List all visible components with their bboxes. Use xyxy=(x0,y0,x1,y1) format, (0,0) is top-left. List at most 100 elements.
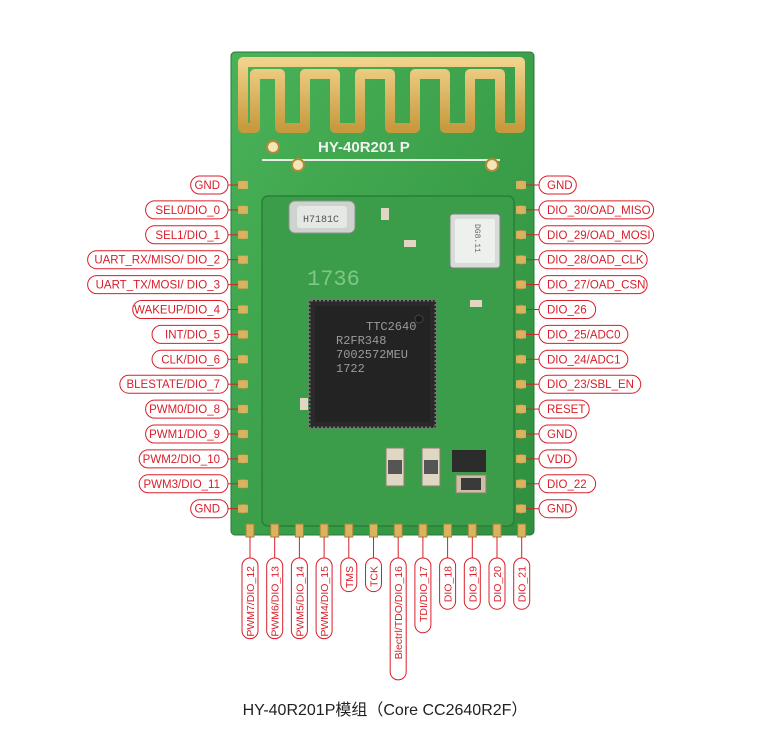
pin-label-gnd: GND xyxy=(547,429,573,441)
antenna-silkscreen: HY-40R201 P xyxy=(318,139,410,156)
label-box-right-11 xyxy=(538,424,577,444)
pin-label-tdi-dio-17: TDI/DIO_17 xyxy=(418,566,430,622)
label-box-right-7 xyxy=(538,324,629,344)
pad-right-tab-13 xyxy=(516,479,526,488)
pin-label-clk-dio-6: CLK/DIO_6 xyxy=(161,354,220,366)
pad-right-tab-9 xyxy=(516,380,526,389)
pad-left-tab-7 xyxy=(238,330,248,339)
pad-right-tab-6 xyxy=(516,305,526,314)
pin-label-dio-21: DIO_21 xyxy=(517,566,529,602)
pad-left-tab-2 xyxy=(238,205,248,214)
pin-label-uart-tx-mosi-dio-3: UART_TX/MOSI/ DIO_3 xyxy=(96,280,220,292)
antenna-trace xyxy=(238,57,525,133)
pad-right-tab-11 xyxy=(516,430,526,438)
pin-label-gnd: GND xyxy=(194,504,220,516)
pin-label-blectrl-tdo-dio-16: Blectrl/TDO/DIO_16 xyxy=(393,566,405,660)
chip-line-2: R2FR348 xyxy=(336,334,386,348)
pin-label-wakeup-dio-4: WAKEUP/DIO_4 xyxy=(134,305,220,317)
pin-label-dio-26: DIO_26 xyxy=(547,305,587,317)
pad-left-tab-10 xyxy=(238,405,248,414)
pad-left-tab-13 xyxy=(238,479,248,488)
label-box-left-1 xyxy=(190,175,229,195)
label-box-bottom-10 xyxy=(463,557,481,610)
label-box-left-14 xyxy=(190,499,229,519)
pin-label-tck: TCK xyxy=(369,566,381,587)
pad-bottom-12 xyxy=(517,523,527,538)
label-box-bottom-7 xyxy=(389,557,407,681)
pad-bottom-5 xyxy=(344,523,354,538)
pad-bottom-9 xyxy=(443,523,453,538)
label-box-right-8 xyxy=(538,349,629,369)
label-box-left-3 xyxy=(145,225,229,245)
pin-label-dio-29-oad-mosi: DIO_29/OAD_MOSI xyxy=(547,230,651,242)
label-box-right-6 xyxy=(538,300,597,319)
pin-label-sel0-dio-0: SEL0/DIO_0 xyxy=(155,205,220,217)
label-box-left-12 xyxy=(138,449,229,469)
figure-caption: HY-40R201P模组（Core CC2640R2F） xyxy=(242,702,528,719)
label-box-left-8 xyxy=(151,349,229,369)
pad-right-tab-10 xyxy=(516,405,526,414)
right-pin-labels: GNDDIO_30/OAD_MISODIO_29/OAD_MOSIDIO_28/… xyxy=(526,175,655,519)
pin-label-dio-25-adc0: DIO_25/ADC0 xyxy=(547,329,621,341)
label-box-bottom-1 xyxy=(241,557,259,640)
pad-bottom-11 xyxy=(492,523,502,538)
label-box-bottom-8 xyxy=(414,557,432,634)
label-box-bottom-11 xyxy=(488,557,506,610)
pad-right-tab-2 xyxy=(516,205,526,214)
label-box-left-10 xyxy=(145,399,229,419)
label-box-left-7 xyxy=(151,324,229,344)
pad-bottom-2 xyxy=(270,523,280,538)
right-pin-pads xyxy=(516,180,526,514)
pad-left-tab-1 xyxy=(238,181,248,189)
pin-label-pwm7-dio-12: PWM7/DIO_12 xyxy=(245,566,257,637)
pin-label-blestate-dio-7: BLESTATE/DIO_7 xyxy=(126,379,220,391)
pad-right-tab-12 xyxy=(516,454,526,463)
label-box-left-2 xyxy=(145,200,229,220)
pin-label-tms: TMS xyxy=(344,566,356,588)
board-marking: 1736 xyxy=(307,267,360,292)
pin-label-dio-22: DIO_22 xyxy=(547,479,587,491)
label-box-left-11 xyxy=(145,424,229,444)
pin-label-gnd: GND xyxy=(194,180,220,192)
pad-left-tab-8 xyxy=(238,355,248,364)
left-pin-pads xyxy=(238,180,248,514)
pad-bottom-4 xyxy=(319,523,329,538)
chip-line-3: 7002572MEU xyxy=(336,348,408,362)
label-box-bottom-3 xyxy=(290,557,308,640)
pin-label-gnd: GND xyxy=(547,180,573,192)
pad-right-tab-3 xyxy=(516,230,526,239)
label-box-right-5 xyxy=(538,275,648,295)
chip-line-4: 1722 xyxy=(336,362,365,376)
pad-bottom-6 xyxy=(369,523,378,538)
label-box-right-2 xyxy=(538,200,655,220)
label-box-right-3 xyxy=(538,225,655,245)
crystal-large-marking: DG8.11 xyxy=(472,224,481,253)
pin-label-pwm1-dio-9: PWM1/DIO_9 xyxy=(149,429,220,441)
pad-right-tab-5 xyxy=(516,280,526,289)
pin-label-int-dio-5: INT/DIO_5 xyxy=(165,329,220,341)
label-box-right-4 xyxy=(538,250,648,270)
pin-label-dio-18: DIO_18 xyxy=(443,566,455,602)
label-box-left-5 xyxy=(87,275,229,295)
label-box-right-13 xyxy=(538,474,597,494)
pad-left-tab-5 xyxy=(238,280,248,289)
pad-left-tab-9 xyxy=(238,380,248,389)
pin-label-dio-20: DIO_20 xyxy=(492,566,504,602)
pad-right-tab-14 xyxy=(516,504,526,513)
label-box-bottom-6 xyxy=(365,557,382,593)
pad-left-tab-3 xyxy=(238,230,248,239)
label-box-left-9 xyxy=(119,374,229,394)
label-box-bottom-9 xyxy=(439,557,457,610)
pcb-board: HY-40R201 P H7181C DG8.11 1736 TTC2640 R… xyxy=(230,51,535,536)
label-box-right-14 xyxy=(538,499,577,519)
pad-bottom-1 xyxy=(245,523,255,538)
pad-bottom-3 xyxy=(294,523,304,538)
pad-left-tab-12 xyxy=(238,454,248,463)
pad-right-tab-7 xyxy=(516,330,526,339)
pin-label-dio-30-oad-miso: DIO_30/OAD_MISO xyxy=(547,205,651,217)
pad-right-tab-8 xyxy=(516,355,526,364)
label-box-bottom-4 xyxy=(315,557,333,640)
pin-label-gnd: GND xyxy=(547,504,573,516)
pad-left-tab-11 xyxy=(238,430,248,438)
